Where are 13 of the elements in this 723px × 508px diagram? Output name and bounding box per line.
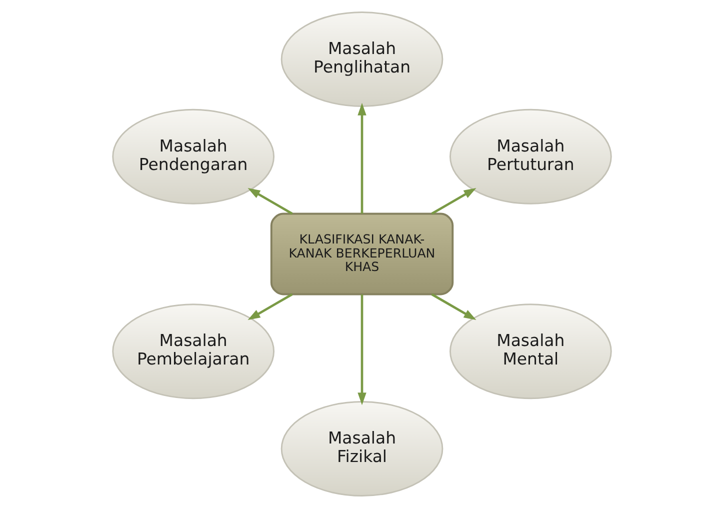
arrow xyxy=(430,293,476,320)
arrow xyxy=(357,102,366,214)
arrow xyxy=(247,293,292,320)
node-ellipse: Masalah Mental xyxy=(449,304,612,400)
arrow xyxy=(247,188,292,215)
arrow xyxy=(430,188,476,215)
node-ellipse: Masalah Pertuturan xyxy=(449,108,612,204)
arrow xyxy=(357,294,366,406)
node-ellipse: Masalah Pembelajaran xyxy=(112,304,274,400)
node-ellipse: Masalah Pendengaran xyxy=(112,108,274,204)
node-box: KLASIFIKASI KANAK-KANAK BERKEPERLUAN KHAS xyxy=(270,212,454,296)
node-ellipse: Masalah Fizikal xyxy=(280,401,443,496)
node-ellipse: Masalah Penglihatan xyxy=(280,12,443,107)
